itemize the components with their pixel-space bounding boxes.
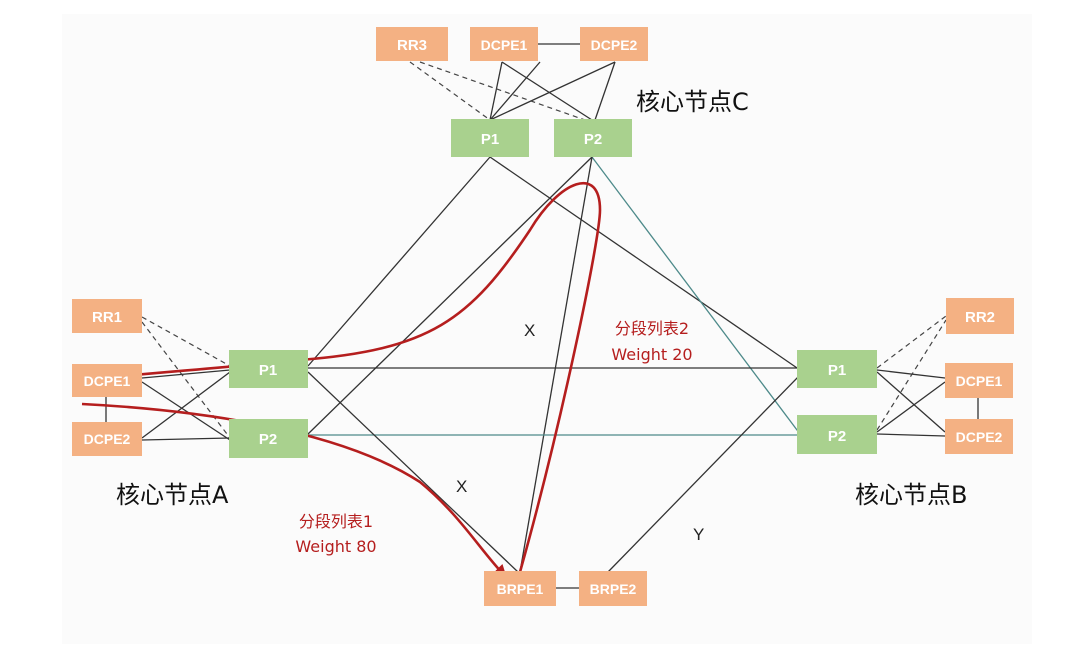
node-core-a-dcpe2: DCPE2 <box>72 422 142 456</box>
dashed-rr3-p2 <box>419 61 586 121</box>
link-ap1-brpe1 <box>307 371 519 573</box>
node-core-c-dcpe2-label: DCPE2 <box>591 37 638 53</box>
node-rr2: RR2 <box>946 298 1014 334</box>
link-a-dcpe2-p1 <box>141 371 231 439</box>
link-c-dcpe1-p2 <box>501 61 593 121</box>
node-core-c-p2: P2 <box>554 119 632 157</box>
node-core-b-p2: P2 <box>797 415 877 454</box>
node-core-a-p2-label: P2 <box>259 431 277 448</box>
link-b-p2-dcpe2 <box>876 433 946 437</box>
node-core-b-dcpe2: DCPE2 <box>945 419 1013 454</box>
node-core-c-dcpe1: DCPE1 <box>470 27 538 61</box>
link-c-dcpe2-p2 <box>594 61 616 121</box>
dashed-rr1-p1 <box>141 316 231 367</box>
link-cp1-bp1 <box>489 156 801 371</box>
link-c-dcpe1-p1 <box>489 61 503 121</box>
node-core-a-p1: P1 <box>229 350 308 388</box>
link-a-dcpe1-p2 <box>141 381 231 441</box>
link-a-dcpe1-p1 <box>141 369 231 379</box>
node-core-a-p2: P2 <box>229 419 308 458</box>
segment-list-1-name: 分段列表1 <box>299 512 373 531</box>
node-rr3: RR3 <box>376 27 448 61</box>
node-core-a-p1-label: P1 <box>259 362 277 379</box>
core-b-links <box>876 315 979 437</box>
link-b-p1-dcpe2 <box>876 371 946 433</box>
link-cp2-brpe1 <box>519 156 593 573</box>
link-c-dcpe2-p1 <box>489 61 616 121</box>
node-core-c-p1-label: P1 <box>481 131 499 148</box>
segment-list-1-path <box>81 402 507 578</box>
dashed-rr1-p2 <box>141 321 231 439</box>
link-b-p2-dcpe1 <box>876 381 946 433</box>
node-core-b-dcpe1-label: DCPE1 <box>956 373 1003 389</box>
node-core-c-p2-label: P2 <box>584 131 602 148</box>
node-core-b-dcpe1: DCPE1 <box>945 363 1013 398</box>
link-cp2-bp2 <box>591 156 801 435</box>
node-core-a-dcpe1-label: DCPE1 <box>84 373 131 389</box>
mark-y: Y <box>693 525 704 544</box>
diagram-background <box>62 14 1032 644</box>
node-rr2-label: RR2 <box>965 309 995 326</box>
link-b-p1-dcpe1 <box>876 369 946 379</box>
site-label-core-c: 核心节点C <box>636 88 749 116</box>
node-core-c-dcpe1-label: DCPE1 <box>481 37 528 53</box>
node-core-c-p1: P1 <box>451 119 529 157</box>
node-rr1-label: RR1 <box>92 309 122 326</box>
mark-x-upper: X <box>524 321 535 340</box>
link-cp2-ap2 <box>307 156 593 435</box>
node-core-b-p1-label: P1 <box>828 362 846 379</box>
node-brpe1: BRPE1 <box>484 571 556 606</box>
dashed-rr3-p1 <box>409 61 491 121</box>
node-rr1: RR1 <box>72 299 142 333</box>
site-label-core-b: 核心节点B <box>855 481 967 509</box>
core-c-links <box>409 43 616 121</box>
segment-list-1-weight: Weight 80 <box>295 537 376 556</box>
node-core-b-p2-label: P2 <box>828 428 846 445</box>
node-core-a-dcpe1: DCPE1 <box>72 364 142 397</box>
node-core-c-dcpe2: DCPE2 <box>580 27 648 61</box>
link-c-dcpe2-p1-left <box>489 61 541 121</box>
backbone-links <box>307 156 801 589</box>
site-label-core-a: 核心节点A <box>116 481 229 509</box>
node-brpe2: BRPE2 <box>579 571 647 606</box>
dashed-rr2-p1 <box>876 315 947 369</box>
mark-x-lower: X <box>456 477 467 496</box>
node-brpe2-label: BRPE2 <box>590 581 637 597</box>
node-brpe1-label: BRPE1 <box>497 581 544 597</box>
node-core-a-dcpe2-label: DCPE2 <box>84 431 131 447</box>
segment-list-2-name: 分段列表2 <box>615 319 689 338</box>
core-a-links <box>105 316 231 441</box>
node-rr3-label: RR3 <box>397 37 427 54</box>
node-core-b-p1: P1 <box>797 350 877 388</box>
dashed-rr2-p2 <box>876 319 947 431</box>
link-a-dcpe2-p2 <box>141 437 231 441</box>
segment-list-2-weight: Weight 20 <box>611 345 692 364</box>
node-core-b-dcpe2-label: DCPE2 <box>956 429 1003 445</box>
link-cp1-ap1 <box>307 156 491 367</box>
link-bp1-brpe2 <box>607 374 801 573</box>
